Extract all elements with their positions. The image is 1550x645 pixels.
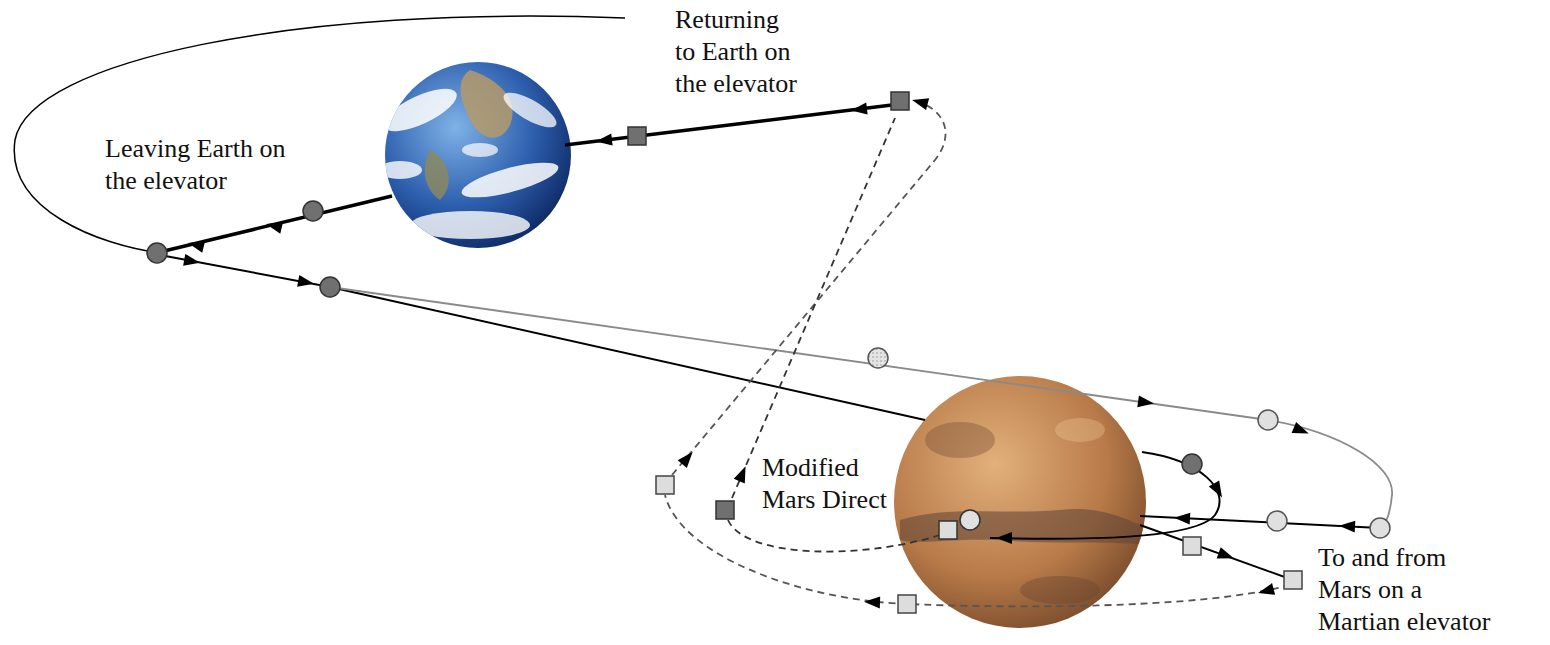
light-circle-marker <box>1258 410 1278 430</box>
earth-surface <box>378 70 562 239</box>
surface-marking <box>925 422 995 458</box>
light-square-marker <box>1284 571 1302 589</box>
annotation-label: Modified Mars Direct <box>762 452 887 516</box>
arrowhead <box>1257 583 1276 599</box>
label-line: to Earth on <box>675 36 797 68</box>
trajectory-line <box>330 287 925 420</box>
dark-square-marker <box>891 92 909 110</box>
elevator-line <box>565 104 900 145</box>
trajectories <box>14 16 1392 606</box>
annotation-label: Returning to Earth on the elevator <box>675 4 797 100</box>
dark-circle-marker <box>1182 454 1202 474</box>
annotation-label: To and from Mars on a Martian elevator <box>1318 542 1491 638</box>
label-line: the elevator <box>105 165 286 197</box>
land-mass <box>425 150 449 200</box>
arrowhead <box>1217 547 1236 564</box>
surface-marking <box>1055 418 1105 442</box>
cloud <box>499 86 561 133</box>
cloud <box>378 161 422 179</box>
mars-globe <box>894 376 1150 628</box>
arrowhead <box>1137 395 1155 409</box>
circle-markers <box>147 201 1390 538</box>
elevator-line <box>1140 525 1293 580</box>
dark-square-marker <box>716 501 734 519</box>
annotation-label: Leaving Earth on the elevator <box>105 133 286 197</box>
trajectory-line <box>990 452 1220 539</box>
arrowhead <box>996 532 1012 544</box>
dashed-trajectory <box>732 118 895 498</box>
arrowhead <box>265 218 283 233</box>
light-square-marker <box>656 476 674 494</box>
elevator-line <box>160 196 392 252</box>
dark-circle-marker <box>320 277 340 297</box>
light-circle-marker <box>960 510 980 530</box>
label-line: the elevator <box>675 68 797 100</box>
cloud <box>459 155 562 204</box>
trajectory-line <box>330 287 1392 528</box>
arrowhead <box>595 134 612 148</box>
land-mass <box>461 70 513 138</box>
square-markers <box>628 92 1302 613</box>
light-circle-marker <box>868 348 888 368</box>
label-line: Mars on a <box>1318 574 1491 606</box>
arrowhead <box>734 464 751 483</box>
arrowhead <box>911 94 930 110</box>
surface-marking <box>900 509 1150 545</box>
light-square-marker <box>939 521 957 539</box>
arrowhead <box>678 448 698 468</box>
trajectory-line <box>14 16 625 253</box>
arrowhead <box>1292 422 1311 439</box>
cloud <box>462 143 498 157</box>
dashed-trajectory <box>728 520 940 552</box>
dashed-trajectory <box>672 102 946 475</box>
arrowhead <box>297 275 315 290</box>
arrowhead <box>187 237 205 252</box>
arrowhead <box>864 596 880 609</box>
dark-square-marker <box>628 127 646 145</box>
dashed-trajectory <box>665 495 1290 606</box>
light-circle-marker <box>1267 511 1287 531</box>
light-square-marker <box>898 595 916 613</box>
light-circle-marker <box>1370 518 1390 538</box>
label-line: To and from <box>1318 542 1491 574</box>
arrowhead <box>850 103 867 117</box>
earth-globe <box>378 62 571 248</box>
surface-marking <box>1020 576 1100 604</box>
dark-circle-marker <box>303 201 323 221</box>
arrowhead <box>1209 481 1227 501</box>
label-line: Mars Direct <box>762 484 887 516</box>
arrowhead <box>1174 512 1191 525</box>
label-line: Leaving Earth on <box>105 133 286 165</box>
mars-disc <box>894 376 1146 628</box>
mars-surface <box>900 418 1150 604</box>
cloud <box>378 80 462 139</box>
label-line: Returning <box>675 4 797 36</box>
label-line: Martian elevator <box>1318 606 1491 638</box>
arrowhead <box>183 254 201 269</box>
label-line: Modified <box>762 452 887 484</box>
arrowheads <box>183 94 1355 608</box>
cloud <box>410 211 530 239</box>
dark-circle-marker <box>147 243 167 263</box>
arrowhead <box>1339 520 1356 533</box>
earth-disc <box>385 62 571 248</box>
light-square-marker <box>1183 537 1201 555</box>
